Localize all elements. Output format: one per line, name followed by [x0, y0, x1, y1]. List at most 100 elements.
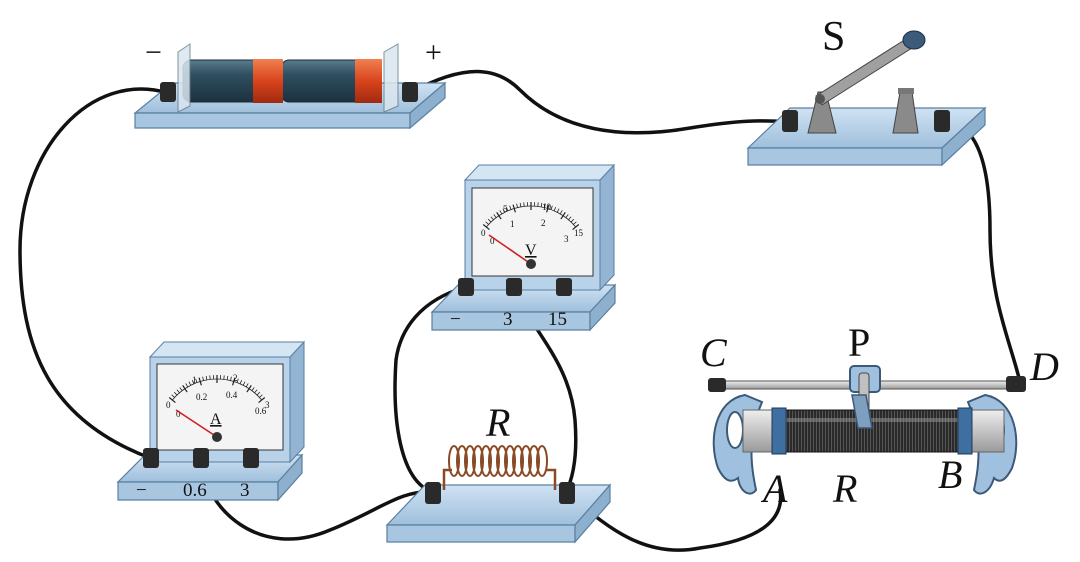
switch-terminal-left[interactable]	[782, 110, 798, 132]
ammeter-terminal-minus-label: −	[136, 480, 147, 501]
battery-terminal-minus[interactable]	[160, 82, 176, 102]
voltmeter-terminal-15[interactable]	[556, 278, 572, 296]
voltmeter-terminal-minus-label: −	[450, 309, 461, 330]
resistor-terminal-right[interactable]	[559, 482, 575, 504]
voltmeter-base-side	[589, 283, 616, 332]
battery-terminal-plus[interactable]	[402, 82, 418, 102]
resistor-label: R	[485, 400, 510, 445]
resistor-coil	[448, 445, 548, 477]
meter-tick	[487, 218, 492, 223]
meter-tick	[573, 221, 577, 225]
rheostat-band-right	[957, 407, 973, 455]
meter-tick	[502, 208, 506, 213]
meter-tick	[242, 381, 246, 386]
meter-tick	[556, 208, 560, 213]
meter-tick	[191, 379, 195, 384]
meter-tick	[485, 221, 489, 225]
voltmeter-ticks	[482, 202, 580, 231]
resistor-coil-turn	[528, 445, 540, 477]
rheostat: P C D A B R	[700, 320, 1059, 511]
meter-tick	[176, 389, 180, 394]
wire-battery-minus-to-ammeter	[18, 87, 170, 460]
ammeter-inner-0.2: 0.2	[196, 392, 207, 402]
ammeter-inner-0.6: 0.6	[255, 406, 267, 416]
ammeter-outer-1: 1	[192, 375, 197, 385]
meter-tick	[205, 375, 208, 380]
rheostat-slider-label: P	[848, 320, 870, 365]
rheostat-label-a: A	[760, 466, 788, 511]
ammeter-symbol: A	[210, 411, 222, 428]
battery-band-2	[355, 59, 382, 103]
meter-tick	[226, 375, 229, 380]
wire-battery-plus-to-switch	[408, 69, 792, 135]
battery-holder-left	[177, 43, 191, 113]
ammeter-scale-labels: 0 1 2 3 0 0.2 0.4 0.6	[166, 373, 270, 419]
resistor: R	[385, 400, 612, 544]
voltmeter-outer-15: 15	[574, 228, 584, 238]
resistor-coil-turn	[512, 445, 524, 477]
voltmeter-inner-0: 0	[490, 236, 495, 246]
rheostat-coil	[782, 409, 966, 453]
voltmeter-outer-5: 5	[503, 204, 508, 214]
meter-tick	[509, 205, 512, 210]
meter-tick	[540, 202, 543, 207]
ammeter-inner-0: 0	[176, 409, 181, 419]
rheostat-rod-end-c[interactable]	[708, 378, 726, 392]
ammeter-terminal-minus[interactable]	[143, 448, 159, 468]
resistor-lead-right	[546, 468, 557, 490]
voltmeter-body-top	[463, 164, 616, 181]
meter-tick	[493, 214, 497, 218]
ammeter-terminal-3-label: 3	[240, 480, 250, 501]
meter-tick	[572, 224, 580, 231]
battery-minus-label: −	[145, 36, 162, 69]
meter-tick	[236, 378, 239, 383]
resistor-base-front	[386, 524, 576, 543]
resistor-coil-turn	[472, 445, 484, 477]
meter-tick	[202, 376, 204, 381]
voltmeter-outer-0: 0	[481, 228, 486, 238]
meter-tick	[171, 394, 175, 398]
ammeter-terminal-3[interactable]	[243, 448, 259, 468]
meter-tick	[553, 206, 557, 211]
meter-arc	[172, 378, 262, 401]
meter-tick	[245, 383, 249, 388]
resistor-coil-turn	[488, 445, 500, 477]
voltmeter-needle	[488, 234, 532, 265]
ammeter: 0 1 2 3 0 0.2 0.4 0.6 A − 0.6 3	[116, 340, 306, 502]
battery-base-side	[409, 81, 446, 130]
voltmeter-symbol: V	[525, 242, 537, 259]
voltmeter-terminal-3-label: 3	[503, 309, 513, 330]
voltmeter-terminal-3[interactable]	[506, 278, 522, 296]
meter-tick	[188, 381, 192, 386]
ammeter-outer-0: 0	[166, 400, 171, 410]
switch-terminal-right[interactable]	[934, 110, 950, 132]
ammeter-outer-2: 2	[233, 373, 238, 383]
resistor-coil-turn	[480, 445, 492, 477]
resistor-terminal-left[interactable]	[425, 482, 441, 504]
meter-tick	[499, 210, 503, 215]
ammeter-terminal-0.6[interactable]	[193, 448, 209, 468]
meter-tick	[505, 206, 509, 211]
resistor-coil-turn	[496, 445, 508, 477]
resistor-base	[385, 484, 612, 526]
voltmeter-terminal-minus[interactable]	[458, 278, 474, 296]
voltmeter-terminal-15-label: 15	[548, 309, 567, 330]
switch-label: S	[822, 14, 845, 60]
rheostat-rod-end-d[interactable]	[1006, 376, 1026, 392]
meter-tick	[544, 203, 546, 208]
meter-tick	[568, 216, 572, 221]
meter-tick	[490, 216, 494, 221]
switch-handle[interactable]	[902, 30, 926, 50]
meter-tick	[516, 203, 518, 208]
resistor-coil-turn	[448, 445, 460, 477]
ammeter-needle	[175, 409, 218, 438]
meter-tick	[259, 394, 263, 398]
resistor-base-side	[574, 483, 611, 544]
battery-holder-right	[383, 43, 399, 113]
rheostat-slider[interactable]	[849, 365, 881, 429]
meter-tick	[185, 383, 189, 388]
meter-tick	[550, 205, 553, 210]
switch[interactable]: S	[746, 14, 987, 167]
switch-base-side	[941, 106, 986, 167]
